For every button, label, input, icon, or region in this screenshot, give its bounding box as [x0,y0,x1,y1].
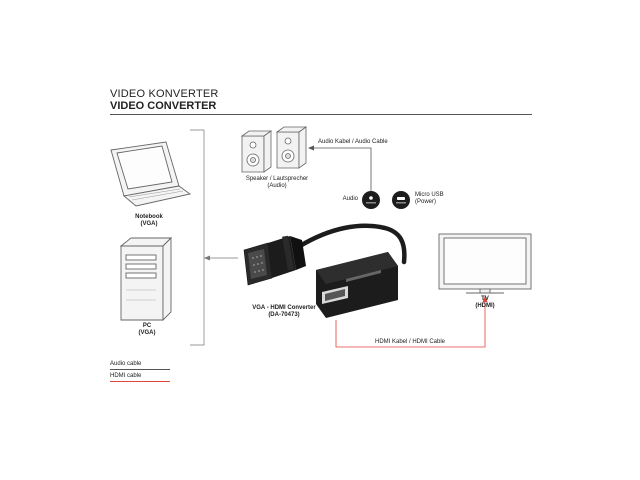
hdmi-cable-path [335,296,488,348]
speaker-audio-label: (Audio) [267,183,287,189]
micro-usb-power-label: (Power) [415,199,437,205]
tv-port-label: (HDMI) [475,303,495,309]
notebook-port-label: (VGA) [140,221,158,227]
legend-hdmi-label: HDMI cable [110,373,142,379]
audio-port-icon [362,191,380,209]
tv-icon [438,233,532,294]
legend-audio-line [110,369,170,370]
legend-hdmi-line [110,381,170,382]
legend-audio-label: Audio cable [110,361,142,367]
pc-port-label: (VGA) [138,330,156,336]
converter-box-icon [316,252,398,318]
converter-cable [297,223,407,265]
micro-usb-port-icon [392,191,410,209]
source-bracket [190,129,238,346]
speakers-icon [240,126,308,173]
pc-icon [119,236,173,322]
audio-port-label: Audio [342,196,358,202]
hdmi-cable-label: HDMI Kabel / HDMI Cable [375,339,446,345]
title-rule [110,114,532,115]
speaker-label: Speaker / Lautsprecher [245,176,309,182]
notebook-icon [110,141,192,207]
audio-cable-label: Audio Kabel / Audio Cable [318,139,388,145]
title-english: VIDEO CONVERTER [110,100,217,112]
pc-label: PC [142,323,152,329]
converter-model-label: (DA-70473) [268,312,300,318]
notebook-label: Notebook [135,214,163,220]
converter-label: VGA - HDMI Converter [252,305,316,311]
vga-connector-icon [243,235,306,286]
tv-label: TV [481,296,489,302]
micro-usb-label: Micro USB [415,192,444,198]
audio-cable-path [308,145,372,192]
title-german: VIDEO KONVERTER [110,88,219,100]
